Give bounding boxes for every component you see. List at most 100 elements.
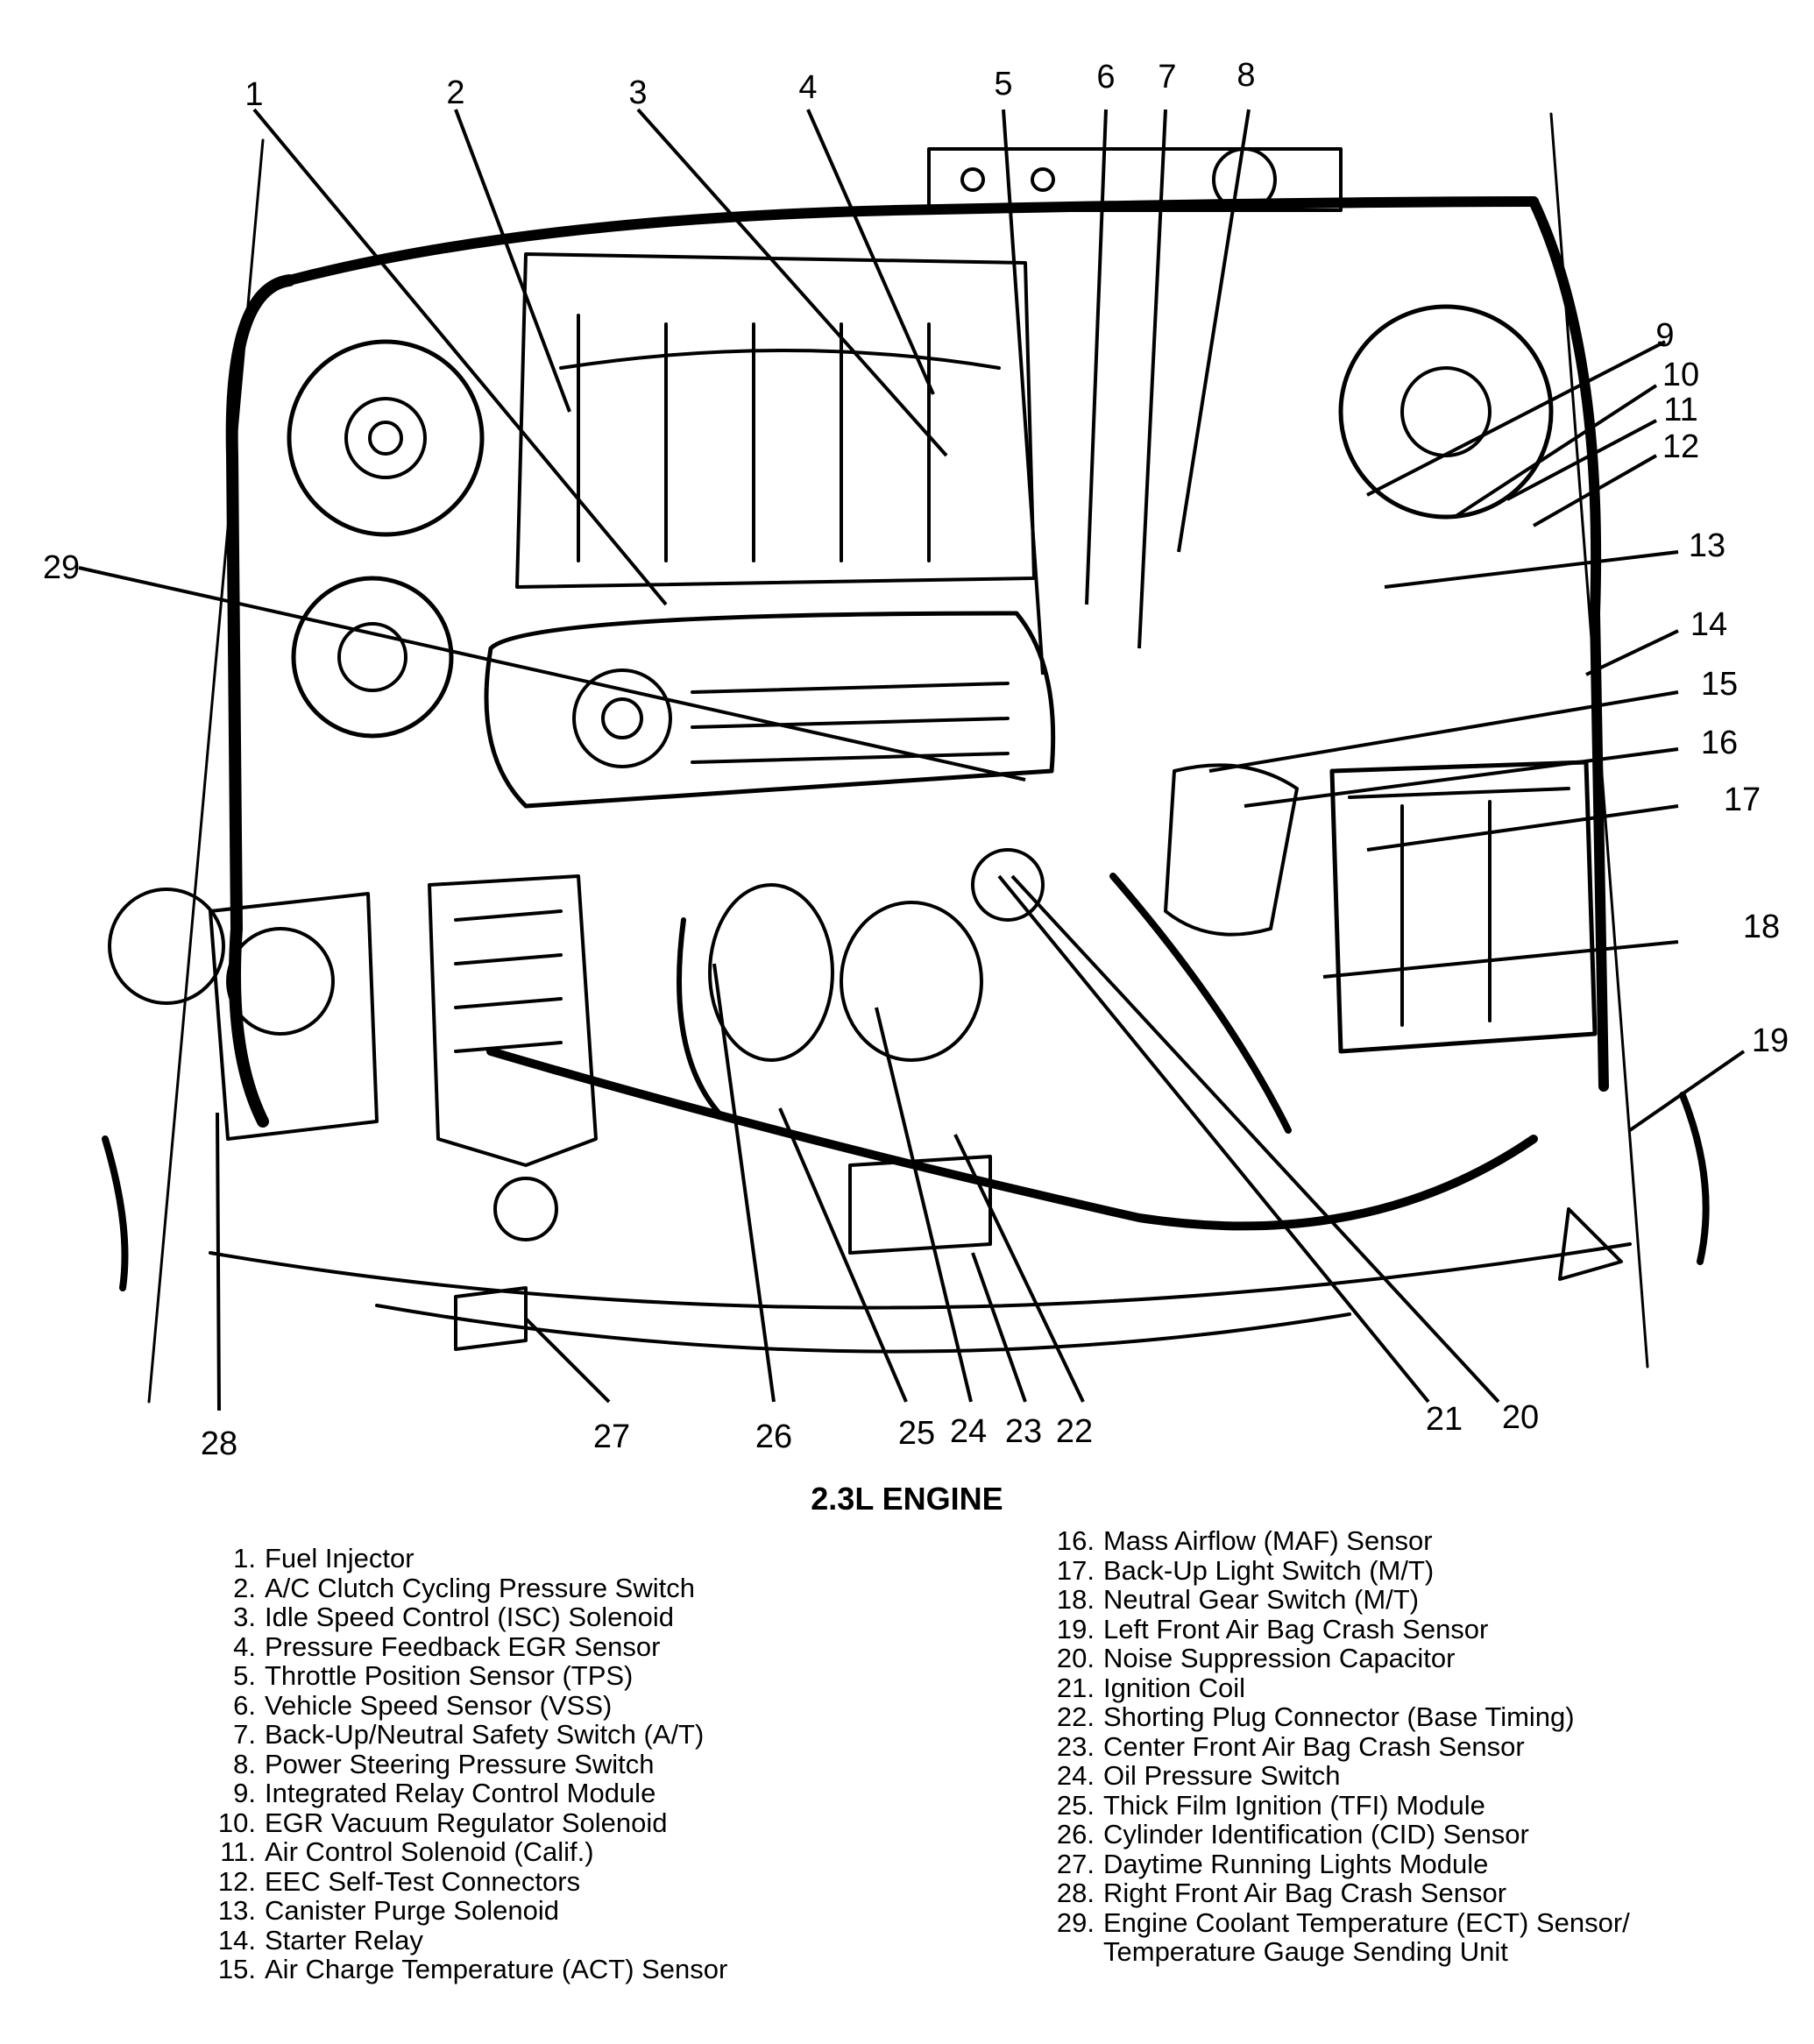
legend-text: Neutral Gear Switch (M/T) (1103, 1584, 1420, 1615)
legend-text: Oil Pressure Switch (1103, 1760, 1341, 1791)
callout-15: 15 (1701, 666, 1738, 703)
legend-number: 10. (217, 1807, 256, 1838)
legend-text: Center Front Air Bag Crash Sensor (1103, 1730, 1525, 1762)
legend-number: 19. (1056, 1613, 1095, 1644)
callout-16: 16 (1701, 725, 1738, 761)
legend-number: 3. (233, 1602, 256, 1632)
legend-number: 16. (1056, 1525, 1095, 1556)
callout-5: 5 (994, 66, 1012, 103)
legend-text: Back-Up/Neutral Safety Switch (A/T) (265, 1719, 705, 1750)
legend-item: 8. Power Steering Pressure Switch (217, 1748, 727, 1779)
legend-number: 1. (233, 1543, 256, 1574)
legend-item: 26. Cylinder Identification (CID) Sensor (1056, 1820, 1630, 1850)
legend-item: 11.Air Control Solenoid (Calif.) (217, 1837, 727, 1867)
legend-text: Back-Up Light Switch (M/T) (1103, 1554, 1435, 1586)
callout-10: 10 (1662, 357, 1699, 393)
callout-22: 22 (1056, 1413, 1093, 1450)
legend-item: 9.Integrated Relay Control Module (217, 1779, 727, 1808)
legend-number: 7. (233, 1719, 256, 1750)
legend-text: Cylinder Identification (CID) Sensor (1103, 1819, 1529, 1850)
legend-number: 27. (1056, 1848, 1095, 1879)
legend-item: 10. EGR Vacuum Regulator Solenoid (217, 1807, 727, 1838)
legend-number: 8. (233, 1748, 256, 1779)
callout-23: 23 (1005, 1413, 1042, 1450)
legend-item: 16.Mass Airflow (MAF) Sensor (1056, 1526, 1630, 1556)
legend-number: 21. (1056, 1672, 1095, 1703)
legend-item: 29.Engine Coolant Temperature (ECT) Sens… (1056, 1906, 1630, 1938)
callout-17: 17 (1724, 782, 1761, 818)
legend-text: Pressure Feedback EGR Sensor (265, 1630, 661, 1662)
legend-item: 6. Vehicle Speed Sensor (VSS) (217, 1689, 727, 1721)
legend-item: 5. Throttle Position Sensor (TPS) (217, 1661, 727, 1691)
legend-number: 2. (233, 1572, 256, 1603)
legend-number: 13. (217, 1895, 256, 1926)
legend-item: 13. Canister Purge Solenoid (217, 1896, 727, 1926)
legend-item: 1. Fuel Injector (217, 1544, 727, 1574)
callout-24: 24 (950, 1413, 987, 1450)
legend-item: 4. Pressure Feedback EGR Sensor (217, 1630, 727, 1662)
legend-item: 25.Thick Film Ignition (TFI) Module (1056, 1789, 1630, 1821)
legend-text: Air Charge Temperature (ACT) Sensor (265, 1954, 728, 1984)
legend-item: 19. Left Front Air Bag Crash Sensor (1056, 1613, 1630, 1644)
engine-drawing (102, 112, 1710, 1404)
legend-number: 4. (233, 1630, 256, 1662)
callout-6: 6 (1096, 59, 1115, 95)
legend-number: 24. (1056, 1760, 1095, 1791)
callout-29: 29 (43, 549, 80, 586)
legend-number: 11. (220, 1836, 256, 1867)
callout-8: 8 (1236, 57, 1255, 94)
callout-12: 12 (1662, 428, 1699, 465)
legend-text: Power Steering Pressure Switch (265, 1748, 655, 1779)
legend-number: 14. (217, 1924, 256, 1956)
legend-text: Shorting Plug Connector (Base Timing) (1103, 1701, 1575, 1732)
legend-text: Throttle Position Sensor (TPS) (265, 1660, 634, 1691)
legend-text: Daytime Running Lights Module (1103, 1848, 1489, 1879)
legend-text: Thick Film Ignition (TFI) Module (1103, 1789, 1485, 1821)
legend-item: 14. Starter Relay (217, 1924, 727, 1956)
legend-text: Right Front Air Bag Crash Sensor (1103, 1878, 1507, 1908)
callout-7: 7 (1158, 59, 1176, 95)
legend-text: Engine Coolant Temperature (ECT) Sensor/ (1103, 1906, 1630, 1938)
legend-item: 28.Right Front Air Bag Crash Sensor (1056, 1878, 1630, 1908)
callout-3: 3 (628, 74, 647, 111)
legend-left: 1. Fuel Injector 2. A/C Clutch Cycling Pres… (217, 1544, 727, 1984)
legend-number: 29. (1056, 1906, 1095, 1938)
legend-number: 12. (217, 1865, 256, 1897)
callout-27: 27 (593, 1418, 630, 1455)
legend-item: 2. A/C Clutch Cycling Pressure Switch (217, 1572, 727, 1603)
legend-text: Starter Relay (265, 1924, 423, 1956)
callout-9: 9 (1655, 317, 1674, 354)
legend-number: 17. (1056, 1554, 1095, 1586)
legend-text: A/C Clutch Cycling Pressure Switch (265, 1572, 695, 1603)
callout-14: 14 (1690, 606, 1727, 643)
legend-text: Canister Purge Solenoid (265, 1895, 560, 1926)
engine-diagram: 1 2 3 4 5 6 7 8 9 10 11 12 13 14 15 16 1… (43, 57, 1789, 1462)
diagram-title: 2.3L ENGINE (811, 1481, 1003, 1517)
callout-18: 18 (1743, 909, 1780, 945)
legend-number: 18. (1056, 1584, 1095, 1615)
callout-1: 1 (244, 76, 263, 113)
legend-text: EGR Vacuum Regulator Solenoid (265, 1807, 668, 1838)
legend-text: Left Front Air Bag Crash Sensor (1103, 1613, 1489, 1644)
legend-item: 3. Idle Speed Control (ISC) Solenoid (217, 1602, 727, 1632)
legend-item: 22. Shorting Plug Connector (Base Timing) (1056, 1702, 1630, 1732)
legend-item: 17.Back-Up Light Switch (M/T) (1056, 1554, 1630, 1586)
legend-number: 6. (233, 1689, 256, 1721)
legend-text: Fuel Injector (265, 1543, 415, 1574)
legend-number: 22. (1056, 1701, 1095, 1732)
callout-25: 25 (898, 1415, 935, 1452)
legend-item: 12.EEC Self-Test Connectors (217, 1865, 727, 1897)
legend-item: 18. Neutral Gear Switch (M/T) (1056, 1585, 1630, 1615)
callout-numbers: 1 2 3 4 5 6 7 8 9 10 11 12 13 14 15 16 1… (43, 57, 1789, 1462)
legend-item: 15.Air Charge Temperature (ACT) Sensor (217, 1955, 727, 1984)
legend-text: Ignition Coil (1103, 1672, 1245, 1703)
legend-number: 9. (233, 1778, 256, 1808)
legend-text: Idle Speed Control (ISC) Solenoid (265, 1602, 674, 1632)
legend-text: Vehicle Speed Sensor (VSS) (265, 1689, 613, 1721)
callout-20: 20 (1502, 1399, 1539, 1436)
legend-number: 5. (233, 1660, 256, 1691)
callout-13: 13 (1689, 527, 1725, 564)
legend-number: 26. (1056, 1819, 1095, 1850)
callout-4: 4 (798, 69, 817, 106)
